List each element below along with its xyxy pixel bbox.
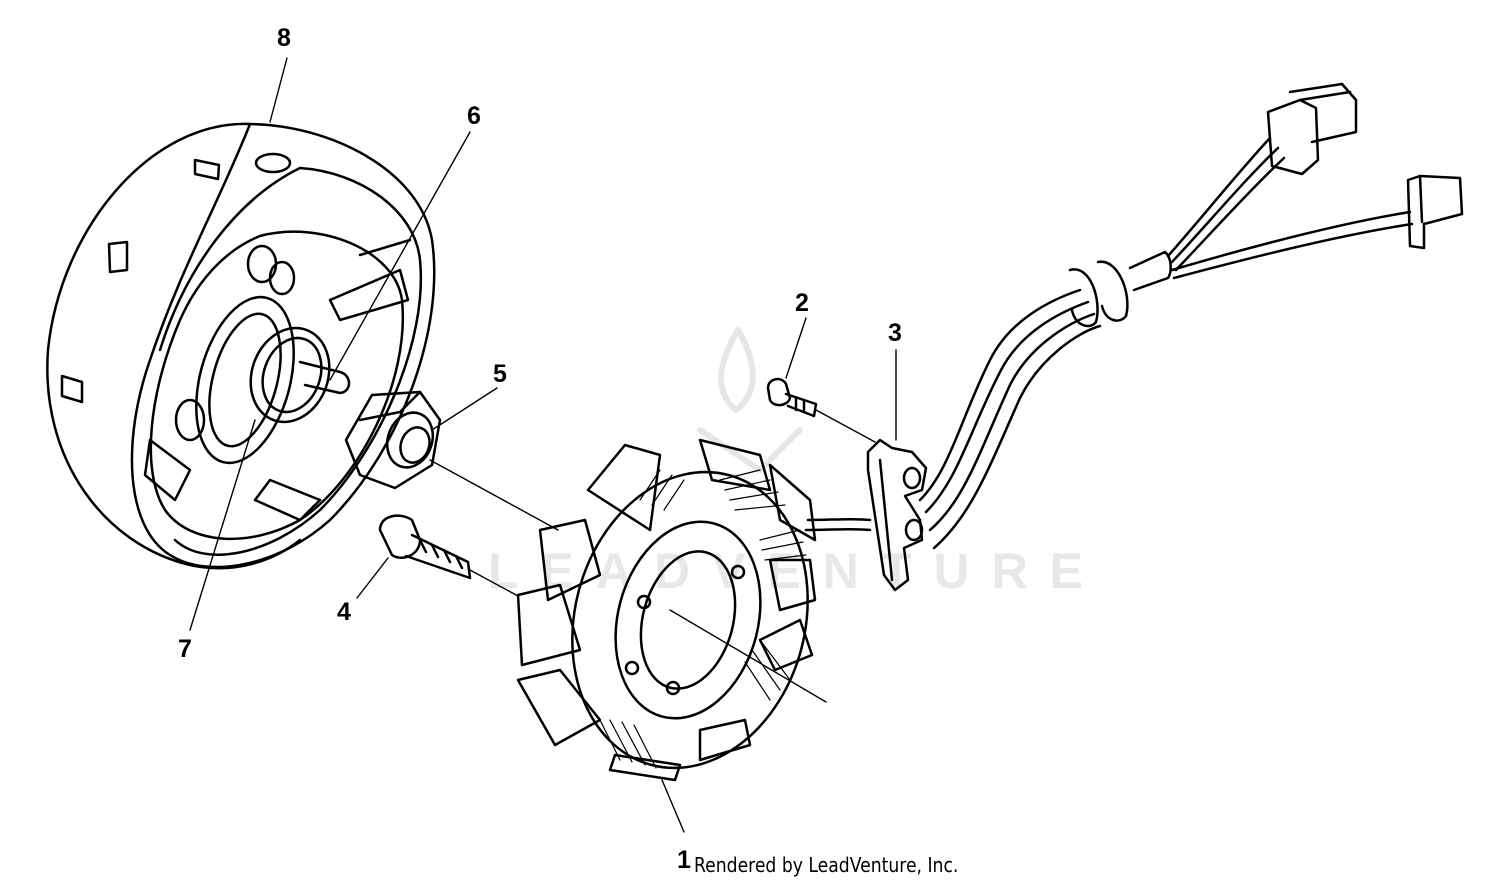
callout-7: 7 [178, 635, 192, 663]
bolt-part-4 [378, 514, 472, 580]
grommet-bracket-part-3 [866, 438, 928, 592]
wiring-harness [918, 82, 1464, 550]
leadventure-watermark: LEADVENTURE [488, 543, 1106, 599]
stator-part-1 [516, 438, 872, 782]
callout-2: 2 [795, 289, 809, 317]
rendered-by-credit: Rendered by LeadVenture, Inc. [694, 853, 959, 877]
callout-1: 1 [677, 846, 691, 874]
callout-6: 6 [467, 102, 481, 130]
callout-5: 5 [493, 360, 507, 388]
callout-8: 8 [277, 24, 291, 52]
watermark-logo [697, 327, 803, 473]
nut-part-5 [344, 390, 442, 490]
callout-4: 4 [337, 598, 351, 626]
screw-part-2 [766, 377, 818, 418]
flywheel-part-8 [46, 122, 436, 570]
callout-3: 3 [888, 319, 902, 347]
leader-lines [189, 57, 897, 833]
